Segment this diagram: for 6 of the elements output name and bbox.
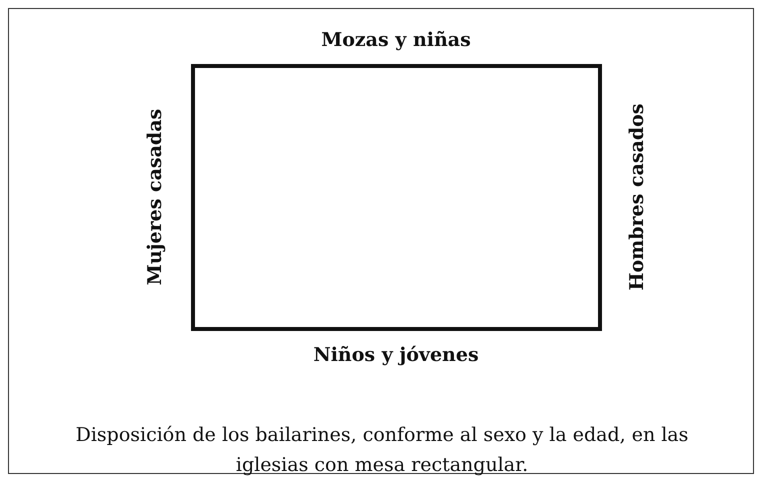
side-label: Hombres casados — [626, 104, 648, 290]
side-label: Mujeres casadas — [144, 108, 166, 286]
table-rectangle — [191, 64, 602, 331]
side-label: Mozas y niñas — [321, 29, 471, 51]
caption: Disposición de los bailarines, conforme al sexo y la edad, en las iglesias con mesa rectangular. — [74, 423, 690, 478]
side-label: Niños y jóvenes — [313, 344, 479, 366]
